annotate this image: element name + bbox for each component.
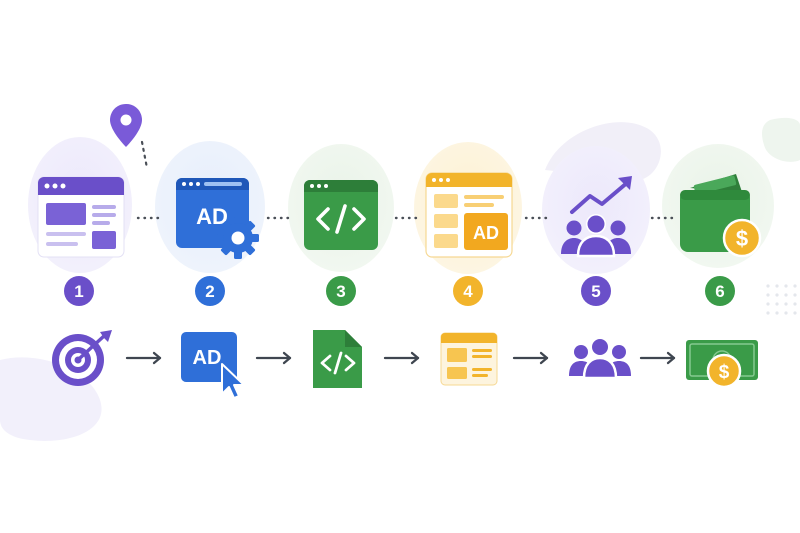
step-5-number: 5 <box>591 282 600 301</box>
step-4-number: 4 <box>463 282 473 301</box>
dollar-sign-icon: $ <box>736 226 748 251</box>
decorative-dot-grid <box>766 284 797 315</box>
step-5-badge: 5 <box>581 276 611 306</box>
ad-click-icon: AD <box>181 332 245 399</box>
step-3-badge: 3 <box>326 276 356 306</box>
ad-settings-icon: AD <box>176 178 259 259</box>
target-icon <box>52 330 112 386</box>
flow-arrow-4 <box>512 351 549 365</box>
step-4-badge: 4 <box>453 276 483 306</box>
browser-window-icon <box>37 176 125 258</box>
cursor-icon <box>221 363 245 399</box>
flow-arrows <box>125 351 676 365</box>
step-1-badge: 1 <box>64 276 94 306</box>
ad-placement-page-icon: AD <box>425 172 513 258</box>
money-icon: $ <box>686 340 758 389</box>
dollar-sign-icon: $ <box>719 362 730 383</box>
flow-arrow-1 <box>125 351 162 365</box>
step-2-number: 2 <box>205 282 214 301</box>
web-page-icon <box>440 332 498 386</box>
background-blob-right-top <box>762 117 800 162</box>
step-6-number: 6 <box>715 282 724 301</box>
ad-label: AD <box>473 223 499 243</box>
code-window-icon <box>304 180 378 250</box>
audience-growth-icon <box>561 176 632 258</box>
wallet-dollar-icon: $ <box>680 174 762 258</box>
flow-arrow-5 <box>639 351 676 365</box>
step-badges: 1 2 3 4 5 6 <box>64 276 735 306</box>
step-2-badge: 2 <box>195 276 225 306</box>
flow-arrow-3 <box>383 351 420 365</box>
users-icon <box>569 337 631 380</box>
code-file-icon <box>313 330 362 388</box>
step-3-number: 3 <box>336 282 345 301</box>
step-1-number: 1 <box>74 282 83 301</box>
ad-label: AD <box>193 347 222 369</box>
flow-arrow-2 <box>255 351 292 365</box>
gear-icon <box>217 217 259 259</box>
step-6-badge: 6 <box>705 276 735 306</box>
location-pin-icon <box>110 104 149 170</box>
